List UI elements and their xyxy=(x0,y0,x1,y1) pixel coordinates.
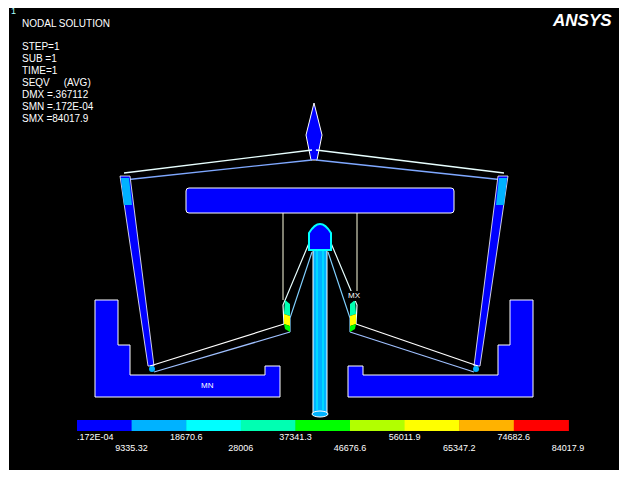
lower-arm xyxy=(150,324,284,366)
lower-arm xyxy=(350,332,474,372)
tent-line xyxy=(290,252,312,332)
support-bracket xyxy=(348,300,533,397)
stress-zone xyxy=(284,324,290,332)
stress-zone xyxy=(350,300,356,316)
center-column xyxy=(313,242,327,413)
lower-arm xyxy=(154,332,290,372)
lower-arm xyxy=(356,324,478,366)
legend-value: 65347.2 xyxy=(443,443,476,454)
legend-value: 28006 xyxy=(228,443,253,454)
stress-zone xyxy=(350,324,356,332)
legend-swatch xyxy=(405,420,460,431)
legend-value: 56011.9 xyxy=(389,432,421,443)
solution-info: SMX =84017.9 xyxy=(22,113,88,125)
top-plate xyxy=(186,188,454,213)
stress-zone xyxy=(284,300,290,316)
solution-info: SMN =.172E-04 xyxy=(22,101,93,113)
side-member xyxy=(474,176,508,366)
stress-zone xyxy=(350,314,356,326)
roof-arm xyxy=(124,160,312,180)
stress-zone xyxy=(284,314,290,326)
roof-arm xyxy=(316,160,504,180)
stress-zone xyxy=(496,178,507,205)
legend-swatch xyxy=(186,420,241,431)
legend-swatch xyxy=(295,420,350,431)
column-head xyxy=(309,224,331,250)
column-edge xyxy=(317,245,323,410)
top-spike xyxy=(306,103,322,160)
legend-value: 46676.6 xyxy=(334,443,367,454)
legend-value: 18670.6 xyxy=(170,432,203,443)
plot-ground xyxy=(9,8,619,470)
hanger-line xyxy=(283,213,284,300)
legend-value: 74682.6 xyxy=(498,432,531,443)
solution-info: SEQV (AVG) xyxy=(22,77,91,89)
color-bar xyxy=(77,420,569,431)
max-marker: MX xyxy=(347,291,361,301)
stress-zone xyxy=(149,366,155,372)
hanger-line xyxy=(357,213,358,300)
legend-swatch xyxy=(77,420,132,431)
solution-info: SUB =1 xyxy=(22,53,57,65)
support-bracket xyxy=(95,300,280,397)
legend-swatch xyxy=(241,420,296,431)
legend-swatch xyxy=(132,420,187,431)
legend-value: 9335.32 xyxy=(115,443,148,454)
legend-swatch xyxy=(350,420,405,431)
tent-line xyxy=(283,236,312,324)
stress-zone xyxy=(473,366,479,372)
legend-value: .172E-04 xyxy=(77,432,114,443)
solution-info: STEP=1 xyxy=(22,41,60,53)
legend-value: 84017.9 xyxy=(552,443,585,454)
software-logo: ANSYS xyxy=(553,11,612,31)
legend-swatch xyxy=(514,420,569,431)
solution-info: TIME=1 xyxy=(22,65,57,77)
solution-info: DMX =.367112 xyxy=(22,89,88,101)
plot-heading: NODAL SOLUTION xyxy=(22,18,110,30)
column-foot xyxy=(312,411,328,417)
legend-value: 37341.3 xyxy=(279,432,312,443)
min-marker: MN xyxy=(201,381,213,391)
side-member xyxy=(120,176,154,366)
stress-zone xyxy=(121,178,132,205)
tent-line xyxy=(328,236,357,324)
legend-swatch xyxy=(459,420,514,431)
plot-number: 1 xyxy=(11,6,16,17)
